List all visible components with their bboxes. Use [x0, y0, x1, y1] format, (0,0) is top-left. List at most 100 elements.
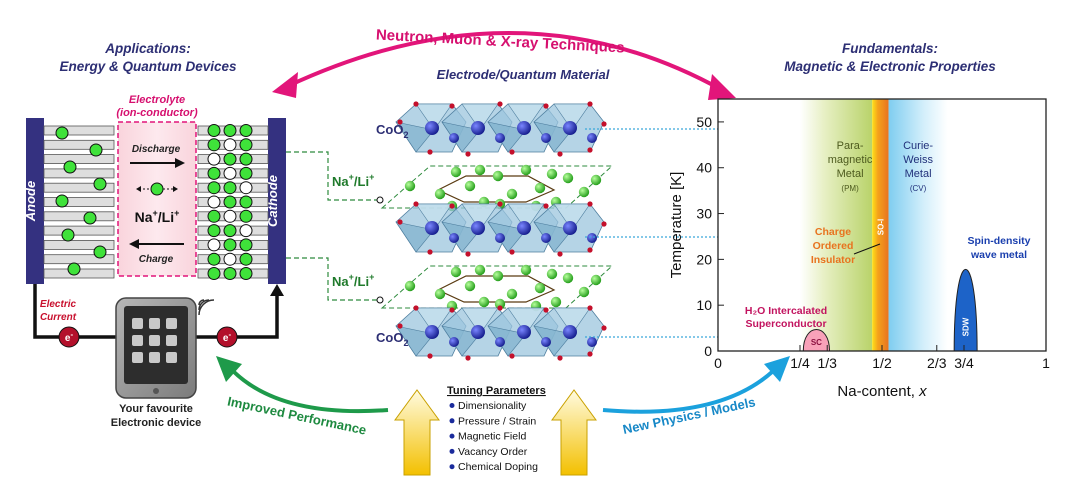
o-atom: [413, 201, 419, 207]
region-abbr: (PM): [841, 184, 859, 193]
cathode-ion: [223, 124, 237, 137]
o-atom: [601, 221, 607, 227]
co-annotation-3: Insulator: [811, 254, 855, 266]
cathode-ion: [207, 209, 221, 223]
na-li-atom: [506, 288, 518, 300]
na-li-atom: [474, 164, 486, 176]
device-sublabel: Electronic device: [111, 417, 202, 429]
o-atom: [449, 203, 455, 209]
cathode-ion: [223, 238, 237, 252]
electrolyte-region: [117, 121, 197, 277]
improved-performance-arrow: [230, 368, 389, 414]
coo2-layer-middle: [395, 201, 607, 257]
o-atom: [413, 305, 419, 311]
cathode-ion: [207, 195, 221, 209]
cathode-ion: [207, 138, 221, 152]
co-atom: [495, 133, 505, 143]
app-icon: [132, 335, 143, 346]
o-atom: [397, 323, 403, 329]
o-atom: [397, 219, 403, 225]
co-atom: [587, 233, 597, 243]
na-plane: [380, 265, 614, 309]
co-atom: [563, 325, 577, 339]
x-tick-label: 1/3: [817, 355, 837, 371]
new-physics-arrow: [602, 370, 774, 414]
na-li-atom: [546, 168, 558, 180]
cathode-ion: [223, 166, 237, 180]
na-li-atom: [404, 180, 416, 192]
o-atom: [557, 251, 563, 257]
cathode-ion: [239, 238, 253, 252]
o-atom: [497, 201, 503, 207]
region-label: Para-: [837, 140, 864, 152]
co-atom: [449, 233, 459, 243]
fundamentals-subtitle: Magnetic & Electronic Properties: [784, 59, 996, 74]
app-icon: [149, 352, 160, 363]
co-atom: [449, 337, 459, 347]
ion-label: Na+/Li+: [135, 208, 180, 225]
region-pm: [800, 99, 873, 351]
na-li-atom: [464, 180, 476, 192]
link-cathode-layer2: [286, 257, 380, 301]
o-atom: [543, 103, 549, 109]
o-atom: [587, 147, 593, 153]
na-li-atom: [534, 182, 546, 194]
anode-plate: [43, 182, 115, 193]
cathode-layers: [197, 124, 269, 280]
o-atom: [497, 101, 503, 107]
fundamentals-title: Fundamentals:: [842, 41, 938, 56]
app-icon: [132, 318, 143, 329]
circuit-wire-left: [33, 284, 116, 339]
cathode-ion: [223, 181, 237, 195]
o-atom: [413, 101, 419, 107]
electrolyte-sublabel: (ion-conductor): [116, 107, 198, 119]
applications-subtitle: Energy & Quantum Devices: [59, 59, 237, 74]
anode-ion: [93, 245, 107, 259]
co-atom: [425, 325, 439, 339]
o-atom: [601, 325, 607, 331]
anode-electrode: [26, 118, 44, 284]
region-so-i: [872, 99, 889, 351]
coo2-layer-top: [395, 101, 607, 157]
electron-left: [58, 326, 80, 348]
dome-label: SDW: [962, 317, 971, 336]
tuning-item: Chemical Doping: [458, 461, 538, 473]
app-icon: [132, 352, 143, 363]
o-atom: [557, 151, 563, 157]
o-atom: [465, 355, 471, 361]
cathode-ion: [207, 152, 221, 166]
x-tick-label: 2/3: [927, 355, 947, 371]
link-cathode-layer1: [286, 151, 380, 201]
na-li-atom: [520, 164, 532, 176]
o-atom: [509, 149, 515, 155]
sdw-annotation-2: wave metal: [970, 249, 1027, 261]
x-tick-label: 1: [1042, 355, 1050, 371]
tuning-title: Tuning Parameters: [447, 385, 546, 397]
anode-plate: [43, 254, 115, 265]
cathode-ion: [223, 224, 237, 238]
na-li-atom: [590, 274, 602, 286]
dome-sdw: [953, 268, 978, 352]
cathode-ion: [207, 166, 221, 180]
top-arc-arrow: [272, 31, 736, 100]
cathode-ion: [239, 181, 253, 195]
o-atom: [449, 103, 455, 109]
electron-right: [216, 326, 238, 348]
crystal-structure: [380, 101, 614, 361]
region-label: SO-I: [876, 219, 885, 235]
y-tick-label: 10: [696, 297, 712, 313]
x-tick-label: 0: [714, 355, 722, 371]
coo2-layer-bottom: [395, 305, 607, 361]
battery-diagram: Anode Cathode Electrolyte (ion-conductor…: [23, 94, 286, 429]
electric-current-label: Electric: [40, 299, 77, 310]
na-li-atom: [492, 270, 504, 282]
app-icon: [166, 335, 177, 346]
o-atom: [465, 151, 471, 157]
o-atom: [587, 201, 593, 207]
na-li-atom: [550, 296, 562, 308]
anode-plate: [43, 225, 115, 236]
new-physics-label: New Physics / Models: [621, 394, 756, 437]
ion-sphere: [150, 182, 164, 196]
co-pointer: [853, 243, 881, 255]
